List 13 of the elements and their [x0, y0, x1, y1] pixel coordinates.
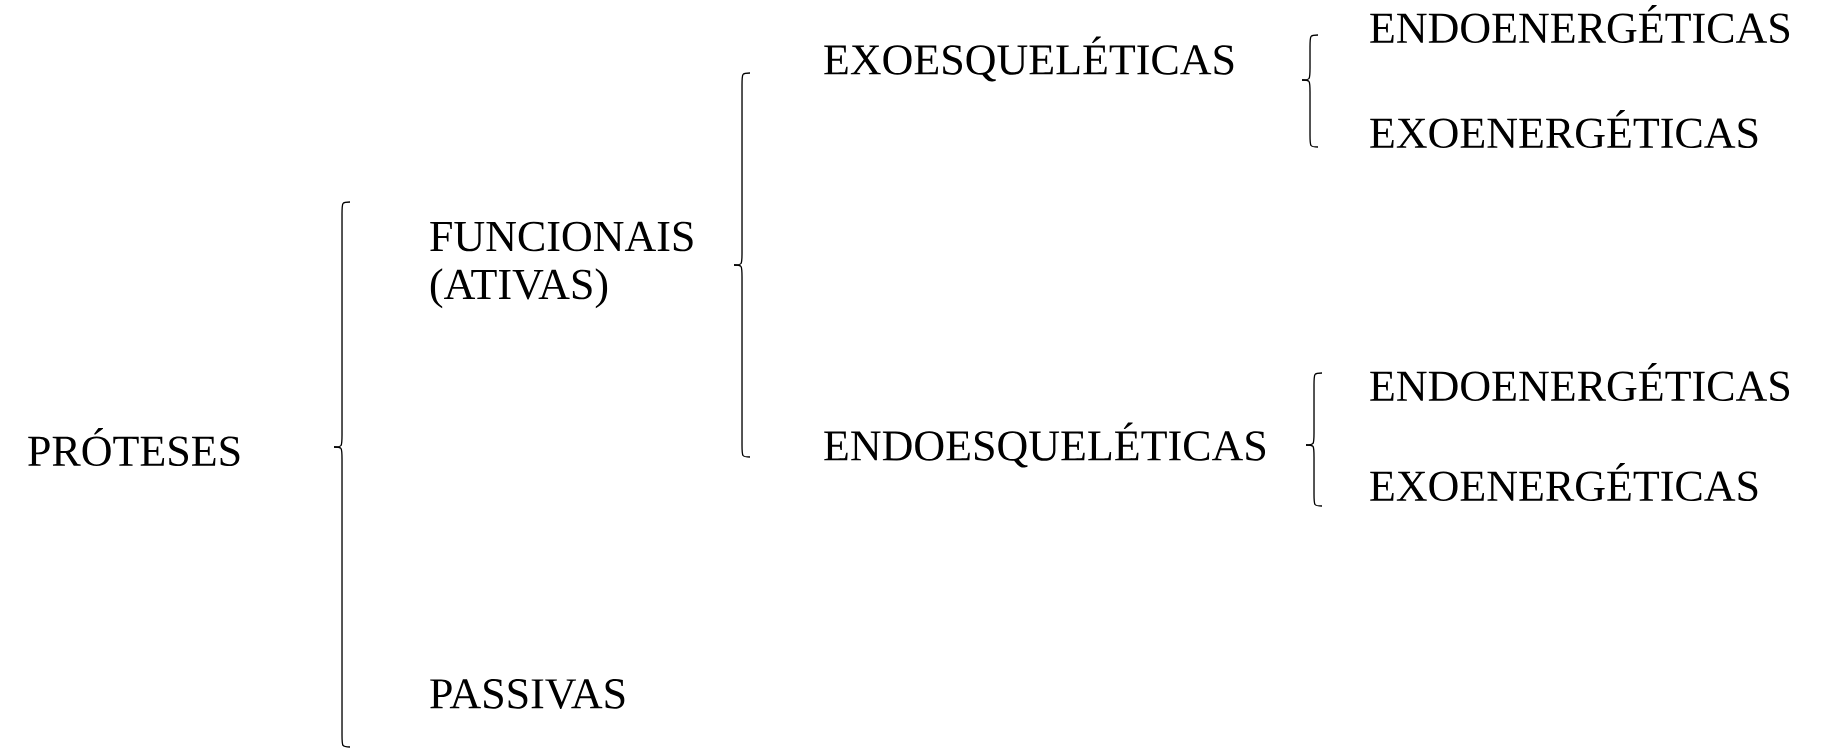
- category-label: PRÓTESES: [28, 427, 240, 467]
- category-label: FUNCIONAIS (ATIVAS): [430, 221, 693, 309]
- category-label: EXOENERGÉTICAS: [1370, 109, 1758, 149]
- brace: [733, 264, 751, 458]
- brace: [333, 446, 351, 748]
- brace: [1305, 444, 1323, 507]
- category-label: ENDOENERGÉTICAS: [1370, 4, 1790, 44]
- category-label: EXOESQUELÉTICAS: [824, 36, 1234, 82]
- brace: [1301, 79, 1319, 148]
- category-label: ENDOESQUELÉTICAS: [824, 422, 1266, 468]
- category-label: PASSIVAS: [430, 679, 625, 709]
- category-label: EXOENERGÉTICAS: [1370, 462, 1758, 502]
- category-label: ENDOENERGÉTICAS: [1370, 362, 1790, 402]
